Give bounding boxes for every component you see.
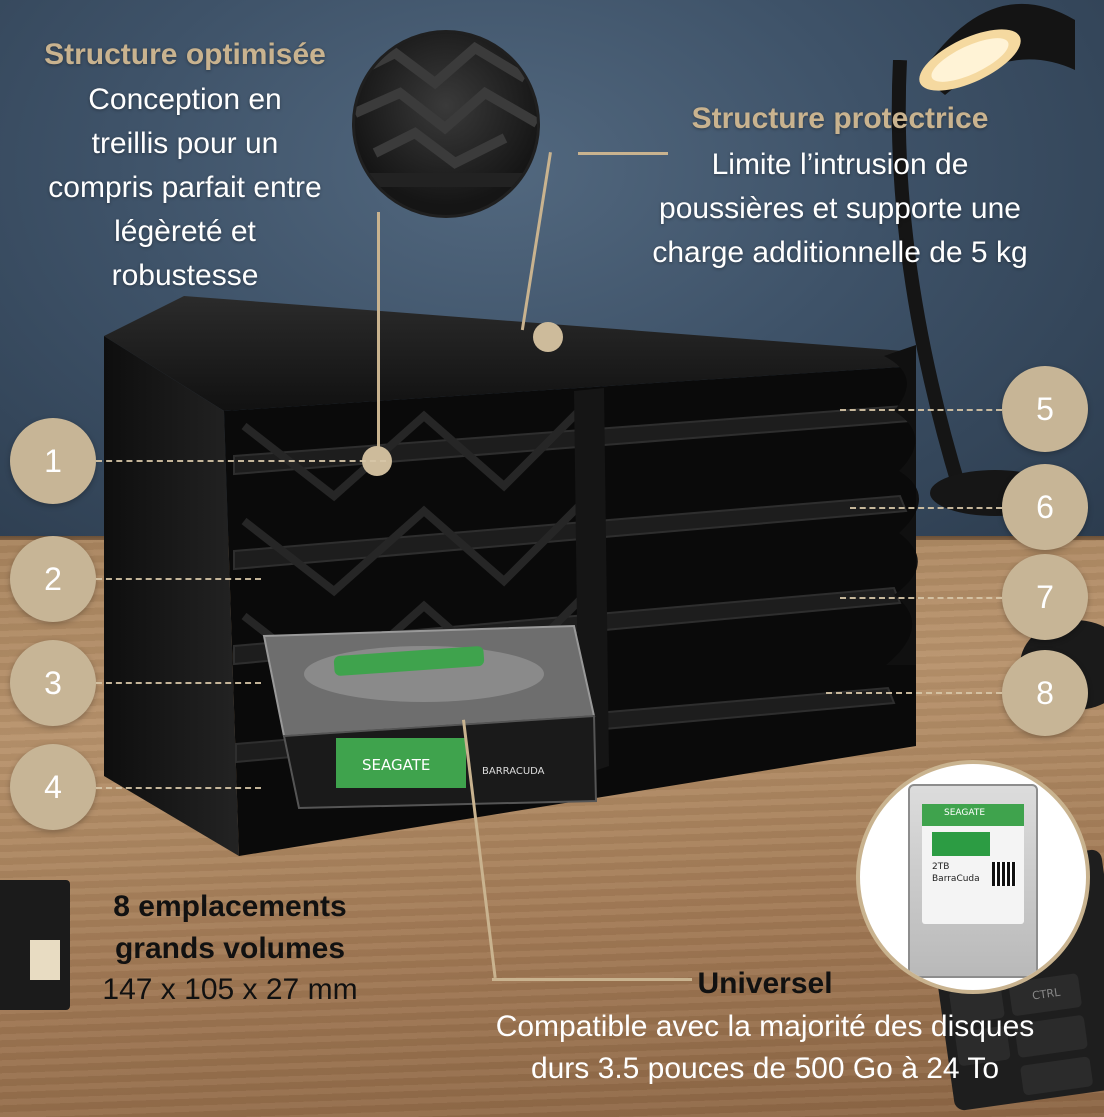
structure-optimisee-text: Conception en treillis pour un compris p… — [18, 78, 352, 298]
emplacements-title-line-2: grands volumes — [114, 932, 346, 965]
hdd-small-image: SEAGATE 2TB BarraCuda — [908, 784, 1038, 978]
lattice-pattern-icon — [355, 41, 537, 187]
universel-title: Universel — [697, 967, 833, 1000]
structure-optimisee-line-1: Conception en — [88, 83, 282, 116]
slot-leader-1 — [96, 460, 386, 462]
structure-protectrice-line-3: charge additionnelle de 5 kg — [652, 236, 1028, 269]
slot-badge-7: 7 — [1002, 554, 1088, 640]
keyboard-keys-icon: CTRL — [949, 973, 1093, 1096]
emplacements-block: 8 emplacements grands volumes 147 x 105 … — [60, 886, 400, 1010]
hdd-product-circle: SEAGATE 2TB BarraCuda — [856, 760, 1090, 994]
hdd-capacity: 2TB — [932, 862, 950, 872]
hdd-model-small: BarraCuda — [932, 874, 980, 884]
structure-optimisee-line-3: compris parfait entre — [48, 171, 322, 204]
structure-optimisee-line-4: légèreté et — [114, 215, 256, 248]
universel-line-1: Compatible avec la majorité des disques — [495, 1010, 1035, 1043]
slot-badge-3: 3 — [10, 640, 96, 726]
protect-leader-horizontal — [578, 152, 668, 155]
slot-leader-5 — [840, 409, 1002, 411]
slot-leader-8 — [826, 692, 1002, 694]
structure-optimisee-line-5: robustesse — [111, 259, 259, 292]
drive-brand-text: SEAGATE — [362, 756, 430, 774]
structure-protectrice-title: Structure protectrice — [691, 102, 989, 135]
protect-leader-dot — [533, 322, 563, 352]
hdd-label-header — [922, 804, 1024, 826]
slot-leader-3 — [96, 682, 261, 684]
hdd-label: SEAGATE 2TB BarraCuda — [922, 804, 1024, 924]
structure-protectrice-line-1: Limite l’intrusion de — [711, 148, 969, 181]
slot-leader-4 — [96, 787, 261, 789]
emplacements-title-line-1: 8 emplacements — [113, 890, 347, 923]
structure-protectrice-text: Limite l’intrusion de poussières et supp… — [610, 143, 1070, 275]
hdd-organizer-rack: SEAGATE BARRACUDA — [104, 296, 919, 856]
lamp-arm — [891, 60, 967, 490]
universel-line-2: durs 3.5 pouces de 500 Go à 24 To — [530, 1052, 1000, 1085]
drive-model-text: BARRACUDA — [482, 766, 545, 777]
hdd-small-brand: SEAGATE — [944, 808, 986, 818]
structure-optimisee-line-2: treillis pour un — [91, 127, 279, 160]
structure-protectrice-line-2: poussières et supporte une — [659, 192, 1021, 225]
slot-leader-2 — [96, 578, 261, 580]
slot-badge-8: 8 — [1002, 650, 1088, 736]
slot-badge-5: 5 — [1002, 366, 1088, 452]
slot-badge-1: 1 — [10, 418, 96, 504]
zoom-leader-line — [377, 212, 380, 450]
keyboard: CTRL — [922, 848, 1104, 1112]
structure-optimisee-title: Structure optimisée — [44, 38, 326, 71]
slot-badge-4: 4 — [10, 744, 96, 830]
universel-leader-line — [492, 978, 692, 981]
hdd-qr-icon — [992, 862, 1016, 886]
universel-block: Universel Compatible avec la majorité de… — [440, 962, 1090, 1090]
desk-lamp-icon — [919, 3, 1075, 95]
slot-leader-7 — [840, 597, 1002, 599]
notebook-pages — [30, 940, 60, 980]
svg-text:CTRL: CTRL — [1031, 986, 1062, 1003]
slot-badge-2: 2 — [10, 536, 96, 622]
slot-badge-6: 6 — [1002, 464, 1088, 550]
hdd-label-band — [932, 832, 990, 856]
lattice-zoom-circle — [352, 30, 540, 218]
slot-leader-6 — [850, 507, 1002, 509]
emplacements-dimensions: 147 x 105 x 27 mm — [102, 973, 358, 1006]
